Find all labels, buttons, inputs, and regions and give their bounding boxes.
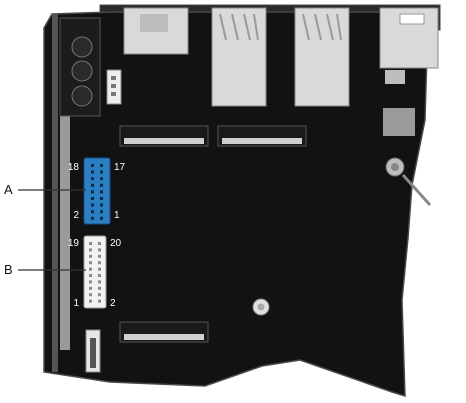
- header-pin: [89, 293, 92, 297]
- port-usb-stack-1: [211, 7, 267, 107]
- header-a-pins: [91, 164, 103, 220]
- header-pin: [98, 280, 101, 284]
- side-bracket: [383, 108, 415, 136]
- header-pin: [100, 203, 103, 207]
- header-pin: [89, 242, 92, 245]
- header-b-pin-1: 1: [73, 298, 79, 309]
- header-pin: [98, 267, 101, 271]
- m2-slot-1: [119, 125, 209, 147]
- header-pin: [98, 242, 101, 245]
- header-pin: [100, 164, 103, 167]
- small-connector: [106, 69, 122, 105]
- callout-label-a: A: [4, 182, 13, 197]
- m2-slot-2: [217, 125, 307, 147]
- header-pin: [100, 190, 103, 194]
- header-b-pins: [89, 242, 101, 303]
- header-pin: [100, 197, 103, 200]
- header-a-pin-17: 17: [114, 162, 126, 173]
- header-pin: [91, 190, 94, 194]
- sata-connector: [85, 329, 101, 373]
- port-hdmi: [123, 7, 189, 55]
- header-pin: [89, 267, 92, 271]
- header-pin: [91, 197, 94, 200]
- header-pin: [89, 286, 92, 290]
- standoff-icon: [252, 298, 270, 316]
- header-a-pin-2: 2: [73, 210, 79, 221]
- header-pin: [91, 164, 94, 167]
- header-pin: [91, 210, 94, 214]
- m2-slot-3: [119, 321, 209, 343]
- header-pin: [89, 280, 92, 284]
- header-pin: [98, 261, 101, 265]
- header-pin: [89, 274, 92, 277]
- header-pin: [98, 248, 101, 252]
- header-pin: [100, 170, 103, 174]
- board-edge-left-inner: [52, 14, 58, 372]
- callout-label-b: B: [4, 262, 13, 277]
- header-a: 18 17 2 1: [68, 157, 126, 225]
- header-pin: [98, 299, 101, 303]
- header-b-pin-20: 20: [110, 238, 122, 249]
- header-pin: [100, 210, 103, 214]
- header-pin: [91, 170, 94, 174]
- header-pin: [98, 254, 101, 258]
- screw-icon: [385, 157, 432, 207]
- header-a-pin-18: 18: [68, 162, 80, 173]
- header-pin: [89, 299, 92, 303]
- audio-jack-stack: [59, 17, 101, 117]
- header-pin: [91, 203, 94, 207]
- header-pin: [100, 216, 103, 220]
- header-pin: [91, 183, 94, 187]
- port-usb-stack-2: [294, 7, 350, 107]
- header-a-pin-1: 1: [114, 210, 120, 221]
- port-ethernet: [379, 7, 439, 84]
- header-pin: [100, 183, 103, 187]
- header-pin: [91, 216, 94, 220]
- header-pin: [98, 293, 101, 297]
- header-pin: [100, 177, 103, 181]
- header-pin: [98, 286, 101, 290]
- header-pin: [98, 274, 101, 277]
- header-pin: [91, 177, 94, 181]
- header-pin: [89, 261, 92, 265]
- board-edge-left: [60, 110, 70, 350]
- header-b-pin-2: 2: [110, 298, 116, 309]
- header-pin: [89, 248, 92, 252]
- header-b: 19 20 1 2: [68, 235, 122, 309]
- header-pin: [89, 254, 92, 258]
- header-b-pin-19: 19: [68, 238, 80, 249]
